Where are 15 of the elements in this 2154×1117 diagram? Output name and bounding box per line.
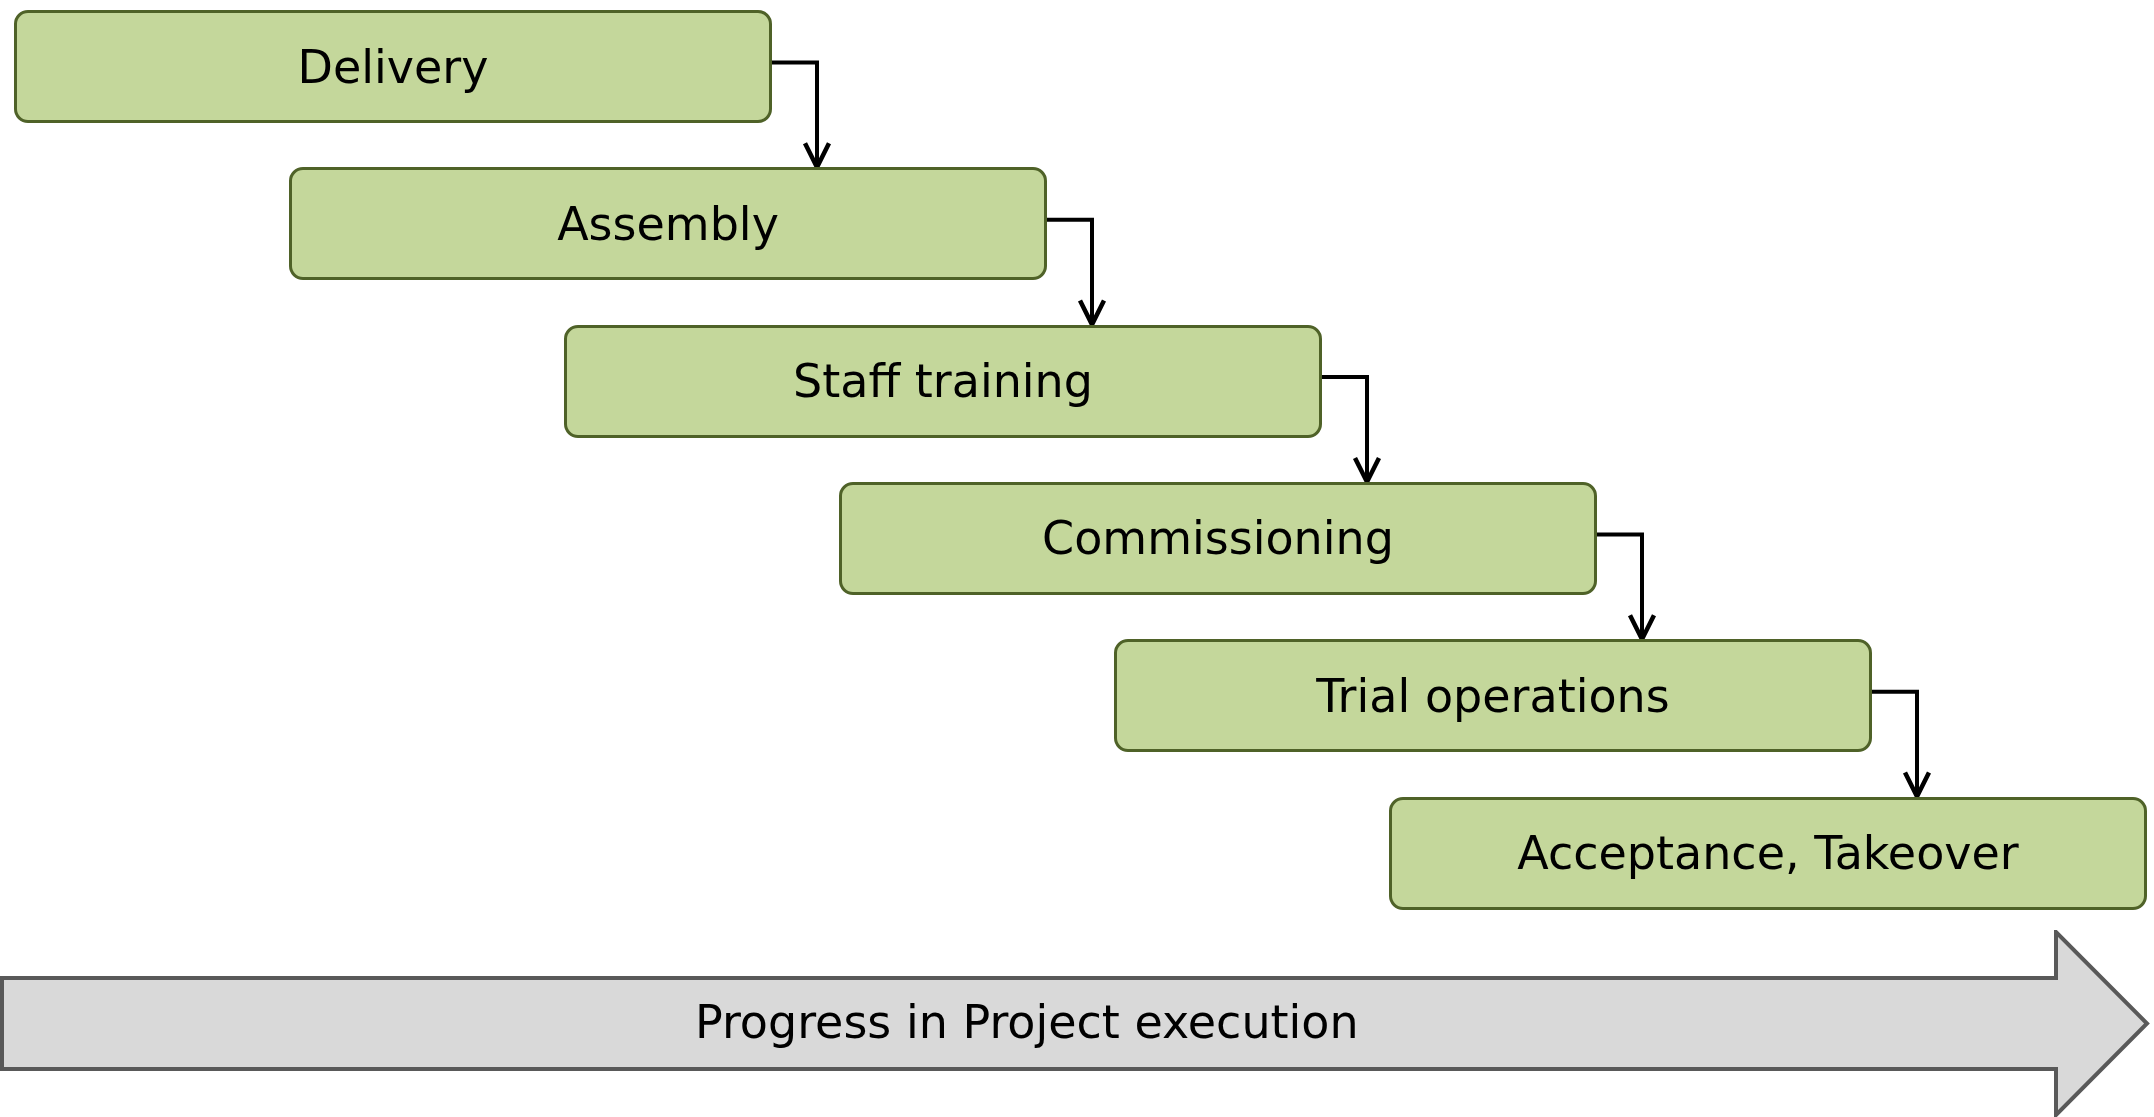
arrow [1047,217,1107,327]
step-label: Commissioning [1042,511,1394,566]
step-label: Delivery [297,39,489,94]
process-box [14,10,772,123]
progress-label: Progress in Project execution [695,994,1359,1049]
step-label: Assembly [557,196,779,251]
process-box [1389,796,2147,910]
process-box [564,324,1322,438]
process-box [289,167,1047,281]
arrow [1872,689,1932,799]
step-label: Staff training [793,354,1093,409]
step-label: Trial operations [1316,668,1670,723]
step-label: Acceptance, Takeover [1517,826,2019,880]
process-box [839,481,1597,595]
process-box [1114,639,1872,753]
